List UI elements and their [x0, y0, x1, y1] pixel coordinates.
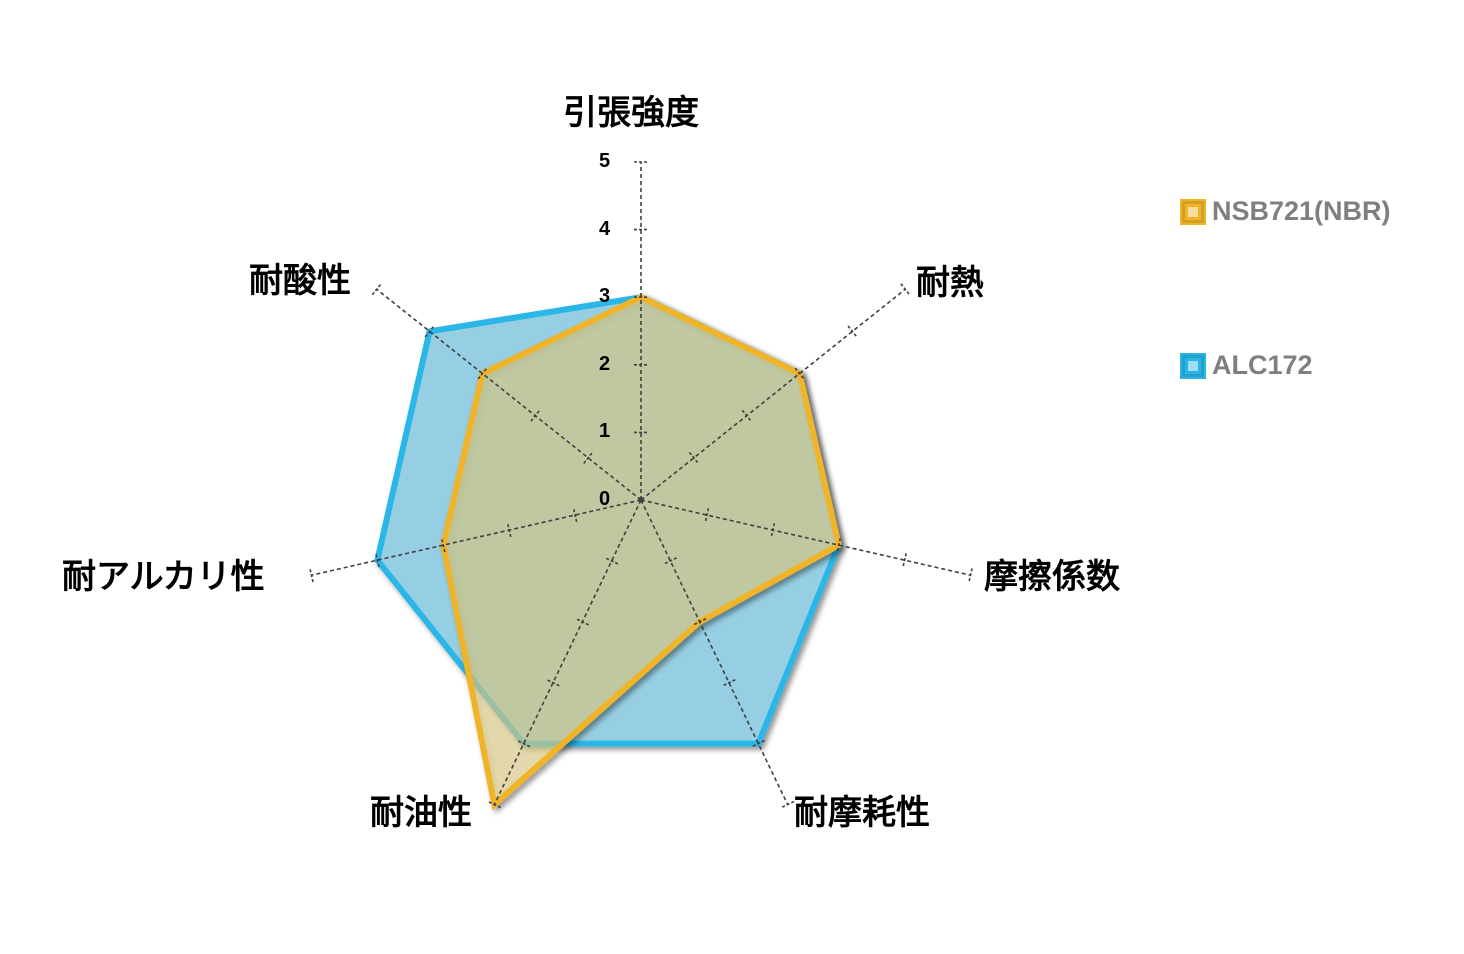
axis-tick	[704, 508, 710, 523]
axis-tick	[583, 451, 594, 464]
axis-tick	[506, 523, 512, 538]
axis-tick	[572, 508, 578, 523]
axis-tick	[688, 451, 699, 464]
legend-swatch-icon	[1180, 198, 1206, 225]
axis-tick	[847, 325, 858, 338]
axis-tick	[902, 553, 907, 568]
axis-label: 耐酸性	[249, 261, 351, 301]
axis-line	[640, 499, 971, 576]
axis-label: 摩擦係数	[984, 557, 1120, 597]
axis-line	[640, 499, 789, 805]
axis-tick	[722, 678, 736, 687]
radial-tick-label: 5	[599, 150, 611, 172]
axis-tick	[663, 557, 677, 565]
axis-tick	[371, 283, 382, 296]
axis-tick	[424, 325, 435, 338]
axis-tick	[836, 538, 842, 553]
series-polygons	[374, 293, 843, 811]
radial-tick-label: 3	[599, 285, 611, 308]
center-point	[638, 497, 644, 503]
axis-tick	[770, 523, 776, 538]
legend-item-nsb721: NSB721(NBR)	[1180, 196, 1391, 227]
axis-label: 耐アルカリ性	[62, 557, 265, 597]
axis-tick	[741, 409, 752, 422]
axis-tick	[546, 678, 560, 687]
radial-tick-label: 1	[599, 420, 611, 443]
axis-line	[640, 288, 906, 501]
series-polygon-nsb721	[440, 293, 843, 811]
radar-axes	[309, 161, 973, 809]
legend-swatch-icon	[1180, 352, 1206, 379]
axis-label: 耐油性	[370, 793, 472, 833]
legend-item-alc172: ALC172	[1180, 350, 1313, 381]
axis-tick	[780, 800, 795, 809]
axis-tick	[575, 618, 589, 626]
axis-line	[493, 499, 642, 805]
axis-label: 耐摩耗性	[794, 793, 930, 833]
axis-tick	[900, 283, 911, 296]
radial-tick-label: 2	[599, 352, 611, 375]
axis-tick	[794, 367, 805, 380]
axis-tick	[693, 618, 707, 626]
axis-label: 耐熱	[916, 263, 984, 303]
legend-label: ALC172	[1212, 350, 1313, 380]
axis-tick	[487, 800, 502, 809]
radial-tick-label: 4	[599, 217, 611, 240]
axis-tick	[517, 739, 531, 748]
axis-tick	[309, 568, 314, 583]
axis-label: 引張強度	[563, 93, 699, 133]
axis-line	[311, 499, 642, 576]
axis-tick	[605, 557, 619, 565]
axis-tick	[968, 568, 973, 583]
axis-tick	[530, 409, 541, 422]
axis-tick	[375, 553, 380, 568]
axis-tick	[440, 538, 446, 553]
axis-tick	[477, 367, 488, 380]
legend-label: NSB721(NBR)	[1212, 196, 1391, 226]
radial-tick-label: 0	[599, 488, 611, 510]
axis-tick	[751, 739, 765, 748]
axis-line	[376, 288, 642, 501]
